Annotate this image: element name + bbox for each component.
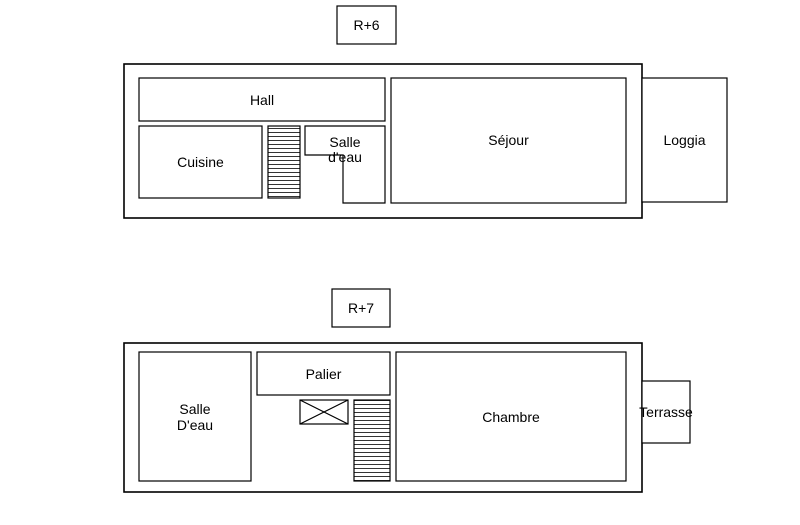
room-hall-label: Hall (250, 92, 274, 108)
staircase-r6 (267, 125, 301, 199)
room-cuisine-label: Cuisine (177, 154, 224, 170)
room-salle-deau-r6-label-line1: Salle (329, 134, 360, 150)
level-label-box-r6 (336, 5, 397, 45)
room-salle-deau-r6-label-line2: d'eau (328, 149, 362, 165)
room-cuisine (138, 125, 263, 199)
level-label-r7: R+7 (348, 300, 374, 316)
room-chambre-label: Chambre (482, 409, 540, 425)
room-palier-label: Palier (306, 366, 342, 382)
room-terrasse-label: Terrasse (639, 404, 693, 420)
room-loggia (641, 77, 728, 203)
floor-r7: R+7 Salle D'eau Palier Chambre Terrasse (123, 288, 693, 493)
level-label-r6: R+6 (353, 17, 379, 33)
room-salle-deau-r6 (304, 125, 386, 204)
floor-r6: R+6 Hall Cuisine Salle d'eau Séjour Logg… (123, 5, 728, 219)
room-sejour-label: Séjour (488, 132, 529, 148)
staircase-r7 (353, 399, 391, 482)
level-label-box-r7 (331, 288, 391, 328)
room-terrasse (641, 380, 691, 444)
room-loggia-label: Loggia (663, 132, 705, 148)
room-salle-deau-r7-label-line2: D'eau (177, 417, 213, 433)
room-salle-deau-r7 (138, 351, 252, 482)
room-hall (138, 77, 386, 122)
room-chambre (395, 351, 627, 482)
room-sejour (390, 77, 627, 204)
void-marker (299, 399, 349, 425)
room-palier (256, 351, 391, 396)
room-salle-deau-r7-label-line1: Salle (179, 401, 210, 417)
